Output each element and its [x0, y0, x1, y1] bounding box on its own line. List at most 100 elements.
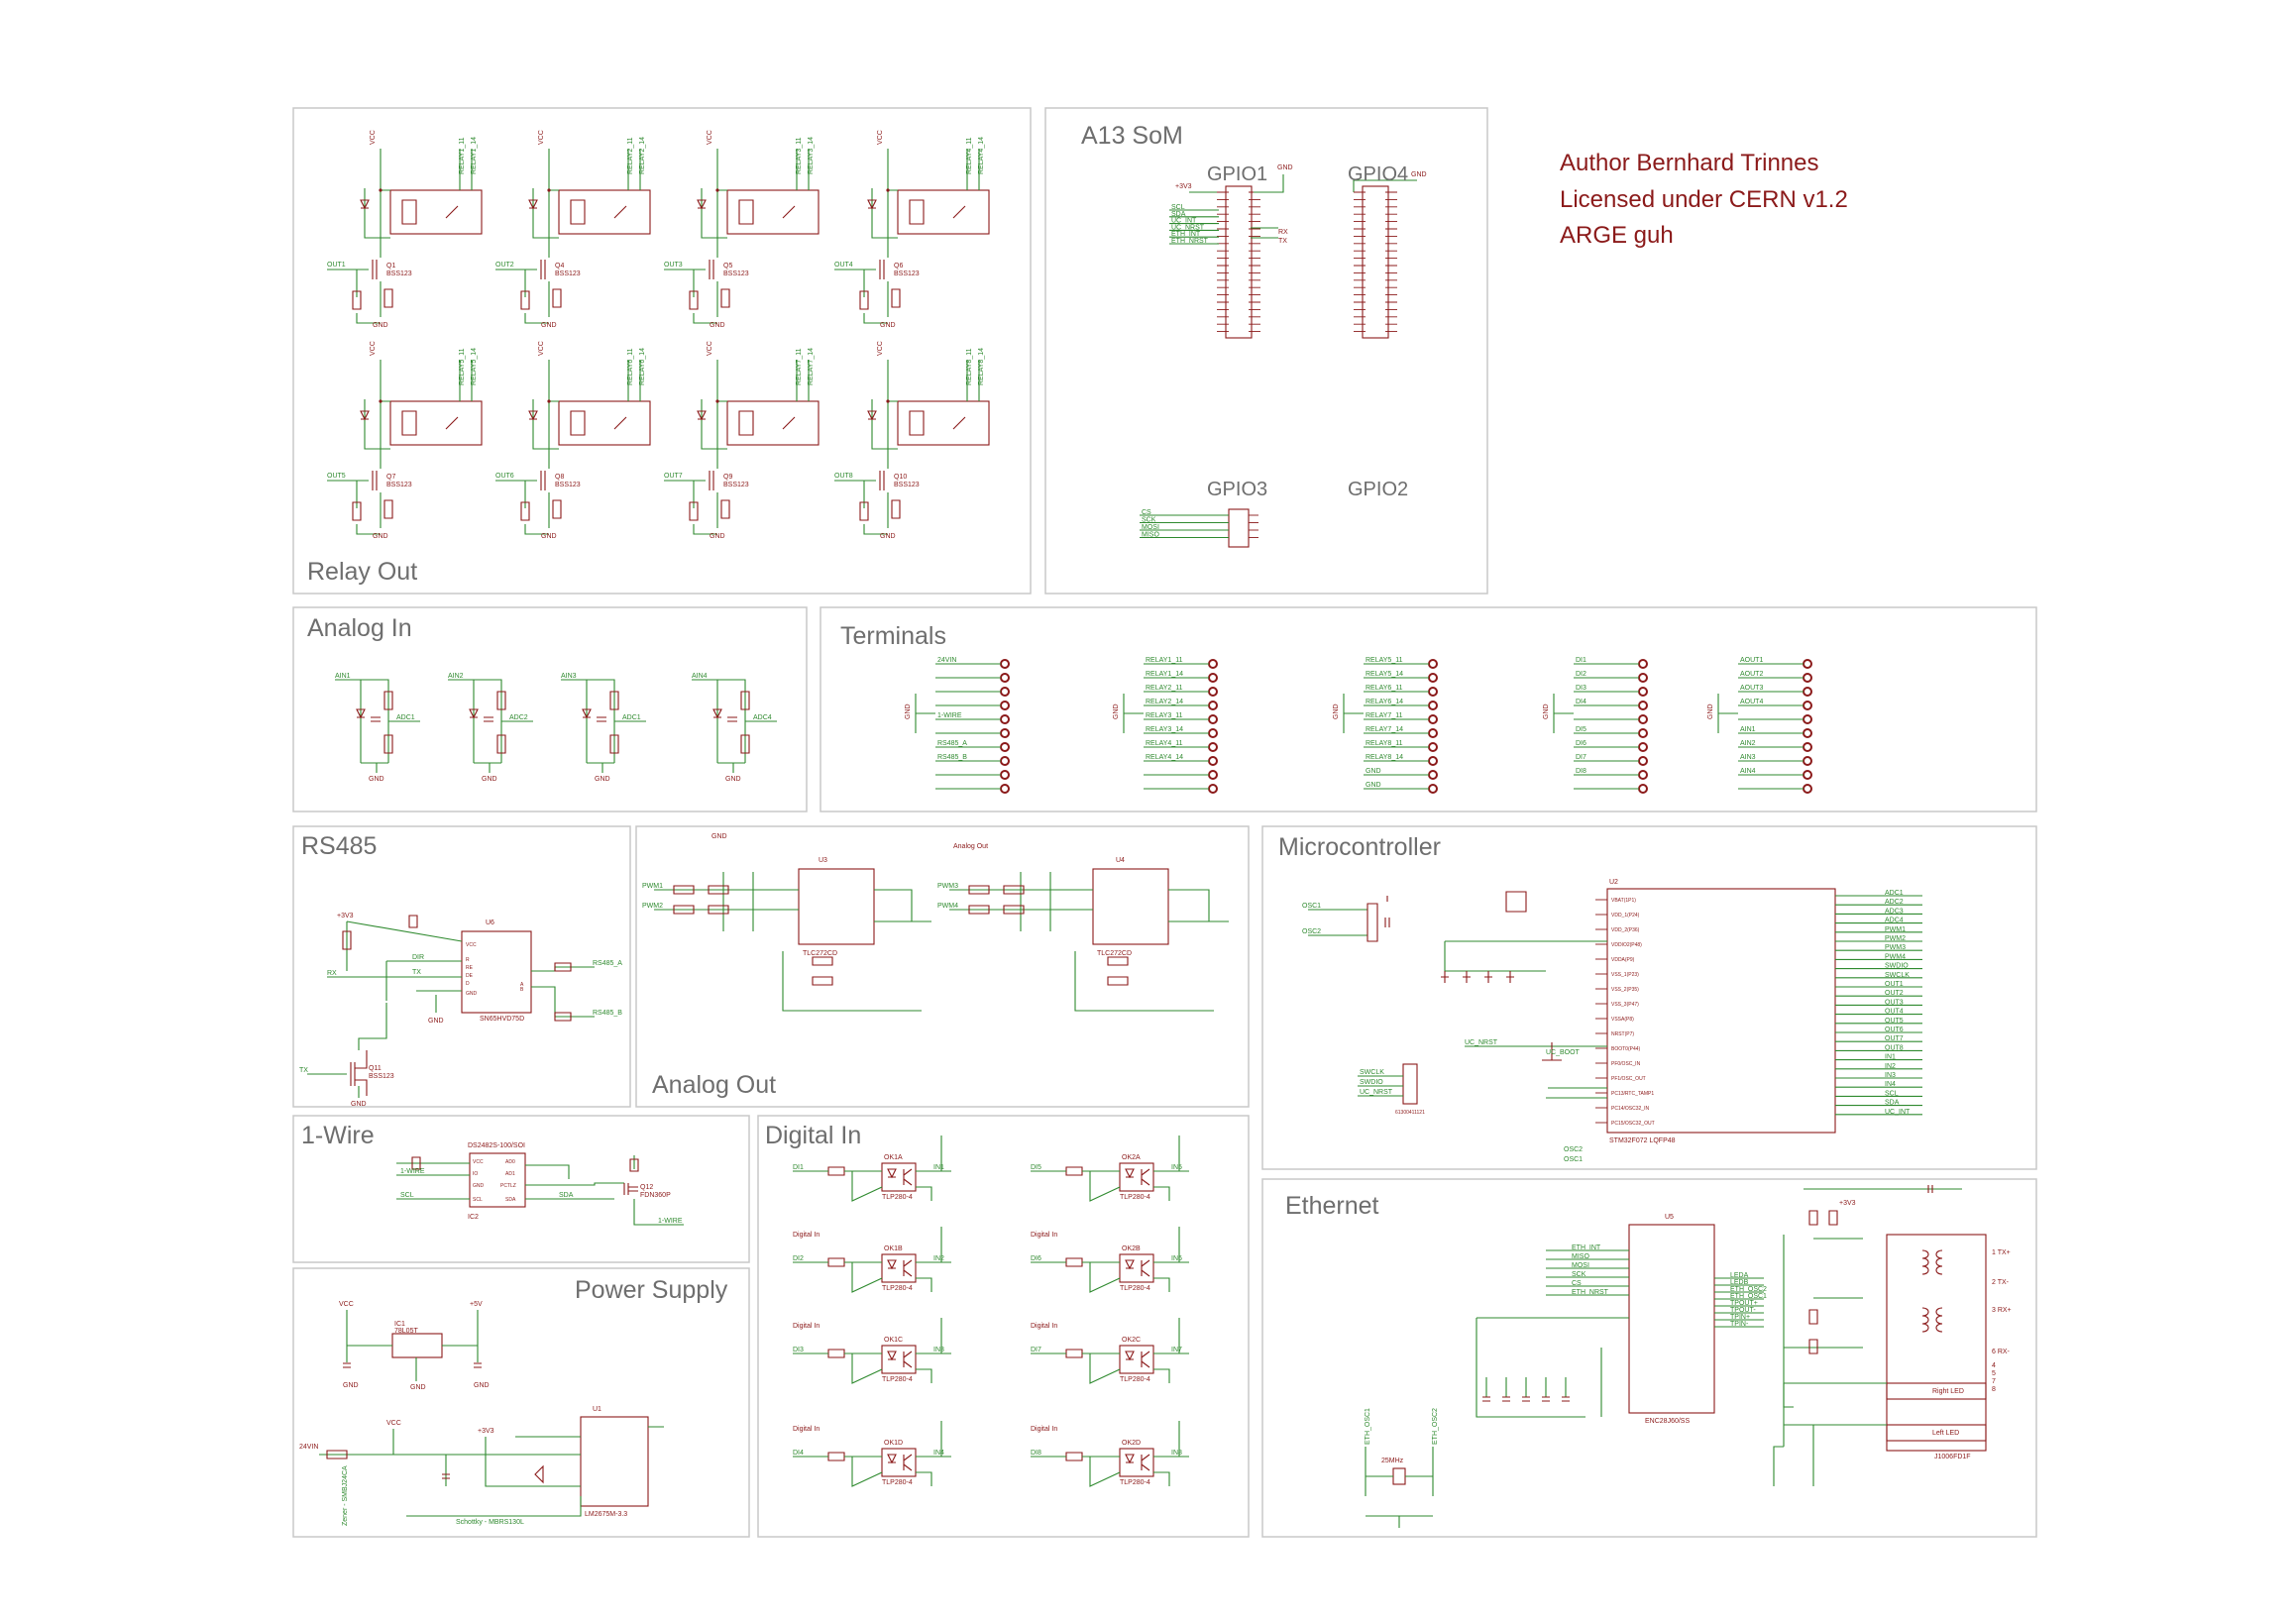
a13-som-frame — [1044, 107, 1488, 595]
optocoupler-part: TLP280-4 — [882, 1376, 913, 1383]
relay-fet-part: BSS123 — [555, 482, 581, 488]
analog-in-net: AIN2 — [448, 673, 464, 680]
power-33v: +3V3 — [478, 1428, 494, 1435]
optocoupler-part: TLP280-4 — [1120, 1285, 1150, 1292]
relay-fet-ref: Q7 — [386, 474, 395, 481]
terminal-net-label: RELAY8_14 — [1366, 754, 1403, 761]
digital-in-net: DI8 — [1031, 1450, 1041, 1457]
optocoupler — [881, 1253, 917, 1283]
gpio1-net-label: UC_INT — [1171, 218, 1197, 225]
mcu-right-net-label: OUT6 — [1885, 1027, 1904, 1033]
analog-in-net: AIN4 — [692, 673, 708, 680]
relay-coil — [738, 410, 796, 436]
power-gnd-1: GND — [343, 1382, 359, 1389]
relay-output-net: OUT1 — [327, 262, 346, 269]
digital-in-wiring — [793, 1421, 951, 1487]
opamp-u4-ref: U4 — [1116, 857, 1125, 864]
pwm3-net: PWM3 — [937, 883, 958, 890]
reg2-ref: U1 — [593, 1406, 601, 1413]
mcu-right-net-label: IN4 — [1885, 1081, 1896, 1088]
digital-in-wiring — [1031, 1421, 1189, 1487]
terminal-screw — [1000, 714, 1010, 724]
mcu-left-pin-label: VDDA(P9) — [1611, 957, 1635, 963]
terminal-screw — [1428, 701, 1438, 710]
relay-net-a: RELAY1_11 — [459, 137, 466, 174]
terminal-screw — [1000, 742, 1010, 752]
rs485-v33: +3V3 — [337, 913, 354, 919]
mcu-left-pin-label: VSSA(P8) — [1611, 1017, 1634, 1023]
gpio1-v33-label: +3V3 — [1175, 183, 1192, 190]
relay-wiring — [664, 360, 810, 535]
power-gnd-3: GND — [474, 1382, 490, 1389]
relay-vcc: VCC — [370, 341, 377, 356]
relay-output-net: OUT8 — [834, 473, 853, 480]
relay-wiring — [495, 149, 641, 324]
digital-in-output-net: IN8 — [1171, 1450, 1182, 1457]
terminal-screw — [1428, 659, 1438, 669]
relay-net-b: RELAY8_14 — [978, 348, 985, 385]
rs485-transceiver — [461, 930, 532, 1014]
eth-right-net-label: LEDB — [1730, 1279, 1749, 1286]
terminal-net-label: RS485_B — [937, 754, 967, 761]
optocoupler-ref: OK2B — [1122, 1245, 1141, 1252]
power-vcc-right: VCC — [386, 1420, 401, 1427]
relay-vcc: VCC — [370, 130, 377, 145]
terminal-net-label: DI1 — [1576, 657, 1586, 664]
analog-out-small-label: Analog Out — [953, 843, 988, 850]
terminal-net-label: RELAY2_14 — [1146, 699, 1183, 705]
gpio3-connector — [1228, 508, 1250, 548]
mcu-right-net-label: IN1 — [1885, 1054, 1896, 1061]
relay-coil-box — [389, 400, 483, 446]
rj45-pin-8: 8 — [1992, 1386, 1996, 1393]
one-wire-scl: SCL — [400, 1192, 414, 1199]
analog-in-net: AIN1 — [335, 673, 351, 680]
relay-fet — [689, 199, 730, 310]
left-led-label: Left LED — [1932, 1430, 1959, 1437]
rs485-net-tx: TX — [412, 969, 421, 976]
gpio2-label: GPIO2 — [1348, 479, 1408, 500]
terminal-net-label: RELAY5_14 — [1366, 671, 1403, 678]
left-led-box — [1886, 1424, 1987, 1442]
relay-junction — [547, 399, 551, 403]
relay-gnd: GND — [541, 533, 557, 540]
mcu-left-pin-label: VSS_1(P23) — [1611, 972, 1639, 978]
terminal-screw — [1428, 742, 1438, 752]
relay-coil-box — [897, 189, 990, 235]
terminal-net-label: DI4 — [1576, 699, 1586, 705]
relay-net-a: RELAY5_11 — [459, 348, 466, 385]
terminal-screw — [1803, 756, 1812, 766]
analog-in-parts — [356, 691, 393, 754]
digital-in-wiring — [793, 1135, 951, 1202]
relay-net-a: RELAY7_11 — [796, 348, 803, 385]
mcu-right-net-label: PWM2 — [1885, 935, 1906, 942]
gpio3-net-label: SCK — [1142, 517, 1156, 524]
terminal-screw — [1638, 687, 1648, 697]
relay-net-b: RELAY5_14 — [471, 348, 478, 385]
eth-right-net-label: TPIN- — [1730, 1321, 1749, 1328]
analog-out-frame — [635, 825, 1250, 1108]
terminal-screw — [1428, 728, 1438, 738]
analog-in-adc-net: ADC2 — [509, 714, 528, 721]
terminal-screw — [1638, 784, 1648, 794]
enc-ref: U5 — [1665, 1214, 1674, 1221]
digital-in-net: DI4 — [793, 1450, 804, 1457]
relay-fet-ref: Q10 — [894, 474, 907, 481]
power-supply-circuit: IC1 78L05T U1 LM2675M-3.3 24VIN VCC +5V … — [299, 1301, 664, 1526]
opamp-u4-part: TLC272CD — [1097, 950, 1132, 957]
relay-coil-box — [726, 189, 820, 235]
microcontroller-title: Microcontroller — [1278, 833, 1441, 861]
gpio1-header: GPIO1 SCLSDAUC_INTUC_NRSTETH_INTETH_NRST… — [1169, 163, 1417, 339]
a13-som-title: A13 SoM — [1081, 122, 1183, 150]
mcu-right-net-label: UC_INT — [1885, 1109, 1911, 1116]
terminal-screw — [1000, 687, 1010, 697]
optocoupler-internals — [827, 1349, 913, 1368]
gpio3-net-label: CS — [1142, 509, 1151, 516]
